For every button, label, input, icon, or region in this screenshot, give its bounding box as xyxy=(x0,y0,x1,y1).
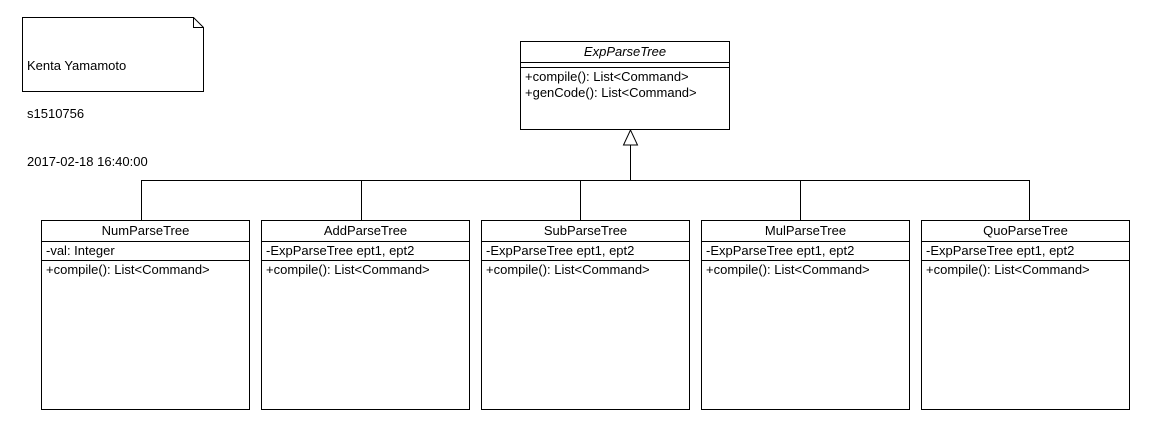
inheritance-arrowhead xyxy=(622,128,639,146)
attribute: -ExpParseTree ept1, ept2 xyxy=(266,243,415,258)
operation: +compile(): List<Command> xyxy=(46,262,210,277)
class-name: SubParseTree xyxy=(482,221,689,242)
operation-compartment: +compile(): List<Command> xyxy=(702,261,909,279)
operation-compartment: +compile(): List<Command> xyxy=(262,261,469,279)
class-name: QuoParseTree xyxy=(922,221,1129,242)
note-author: Kenta Yamamoto xyxy=(27,58,127,73)
operation-compartment: +compile(): List<Command> +genCode(): Li… xyxy=(521,68,729,102)
class-quoparsetree[interactable]: QuoParseTree -ExpParseTree ept1, ept2 +c… xyxy=(921,220,1130,410)
operation: +compile(): List<Command> xyxy=(266,262,430,277)
operation: +genCode(): List<Command> xyxy=(525,85,697,100)
attribute-compartment: -ExpParseTree ept1, ept2 xyxy=(702,242,909,261)
class-name: NumParseTree xyxy=(42,221,249,242)
attribute-compartment: -ExpParseTree ept1, ept2 xyxy=(922,242,1129,261)
attribute: -val: Integer xyxy=(46,243,115,258)
attribute: -ExpParseTree ept1, ept2 xyxy=(926,243,1075,258)
operation-compartment: +compile(): List<Command> xyxy=(42,261,249,279)
class-expparsetree[interactable]: ExpParseTree +compile(): List<Command> +… xyxy=(520,41,730,130)
class-name: ExpParseTree xyxy=(521,42,729,63)
note-timestamp: 2017-02-18 16:40:00 xyxy=(27,154,148,169)
class-name: AddParseTree xyxy=(262,221,469,242)
class-addparsetree[interactable]: AddParseTree -ExpParseTree ept1, ept2 +c… xyxy=(261,220,470,410)
attribute-compartment: -ExpParseTree ept1, ept2 xyxy=(482,242,689,261)
operation-compartment: +compile(): List<Command> xyxy=(482,261,689,279)
note-student-id: s1510756 xyxy=(27,106,85,121)
class-name: MulParseTree xyxy=(702,221,909,242)
note-text: Kenta Yamamoto s1510756 2017-02-18 16:40… xyxy=(27,26,148,202)
operation: +compile(): List<Command> xyxy=(525,69,689,84)
class-mulparsetree[interactable]: MulParseTree -ExpParseTree ept1, ept2 +c… xyxy=(701,220,910,410)
operation: +compile(): List<Command> xyxy=(706,262,870,277)
class-subparsetree[interactable]: SubParseTree -ExpParseTree ept1, ept2 +c… xyxy=(481,220,690,410)
attribute-compartment: -ExpParseTree ept1, ept2 xyxy=(262,242,469,261)
attribute: -ExpParseTree ept1, ept2 xyxy=(706,243,855,258)
class-numparsetree[interactable]: NumParseTree -val: Integer +compile(): L… xyxy=(41,220,250,410)
operation-compartment: +compile(): List<Command> xyxy=(922,261,1129,279)
attribute-compartment: -val: Integer xyxy=(42,242,249,261)
operation: +compile(): List<Command> xyxy=(486,262,650,277)
note-shape xyxy=(22,17,204,92)
operation: +compile(): List<Command> xyxy=(926,262,1090,277)
attribute-compartment xyxy=(521,63,729,68)
attribute: -ExpParseTree ept1, ept2 xyxy=(486,243,635,258)
